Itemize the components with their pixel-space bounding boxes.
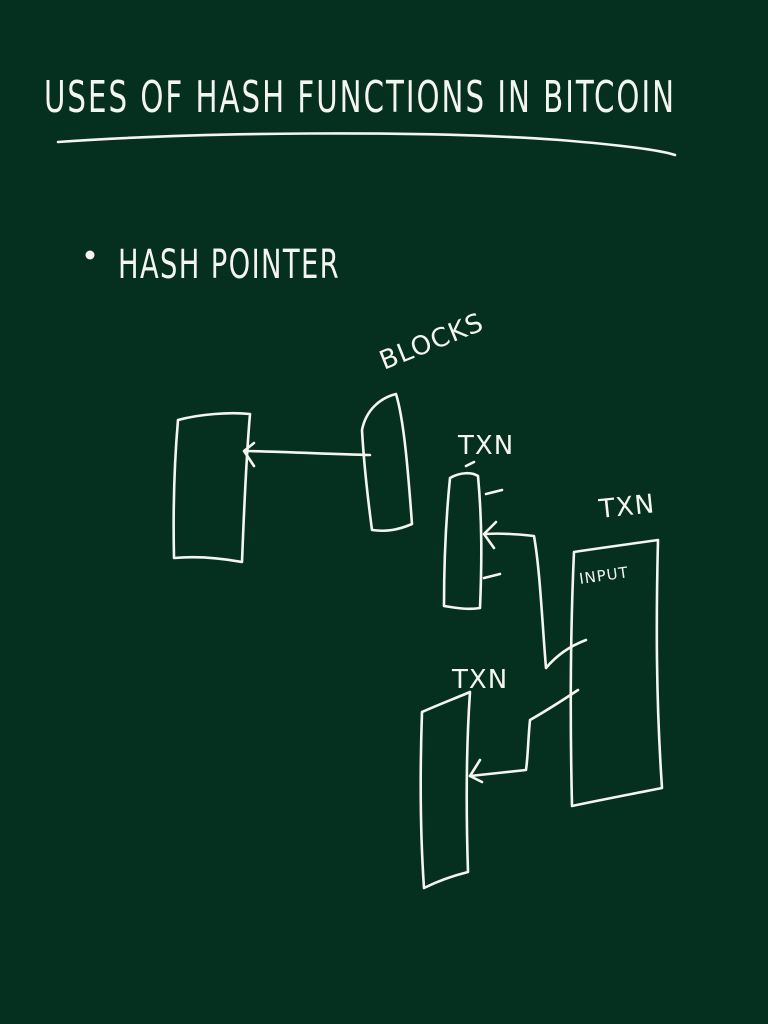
slide-title: USES OF HASH FUNCTIONS IN BITCOIN [44, 72, 676, 123]
right-block [360, 392, 414, 533]
txn-right-label: TXN [597, 489, 657, 525]
block-hash-pointer [244, 449, 372, 457]
txn-top-box [442, 471, 483, 611]
txn-top-output-3 [482, 572, 502, 580]
txn-pointer-upper-arrowhead [482, 520, 498, 550]
bullet-dot [85, 250, 95, 260]
txn-pointer-lower-arrowhead [468, 758, 484, 784]
bullet-hash-pointer: HASH POINTER [118, 242, 340, 288]
input-label: INPUT [578, 563, 630, 588]
title-underline [56, 132, 677, 157]
txn-top-output-1 [464, 460, 476, 468]
txn-top-label: TXN [457, 431, 514, 461]
txn-pointer-lower [468, 688, 580, 778]
txn-top-output-2 [484, 488, 504, 496]
block-pointer-arrowhead [242, 441, 256, 468]
txn-bottom-label: TXN [451, 665, 508, 695]
txn-pointer-upper [484, 532, 588, 670]
txn-bottom-box [419, 690, 472, 890]
left-block [172, 411, 252, 564]
blocks-label: BLOCKS [375, 308, 488, 377]
